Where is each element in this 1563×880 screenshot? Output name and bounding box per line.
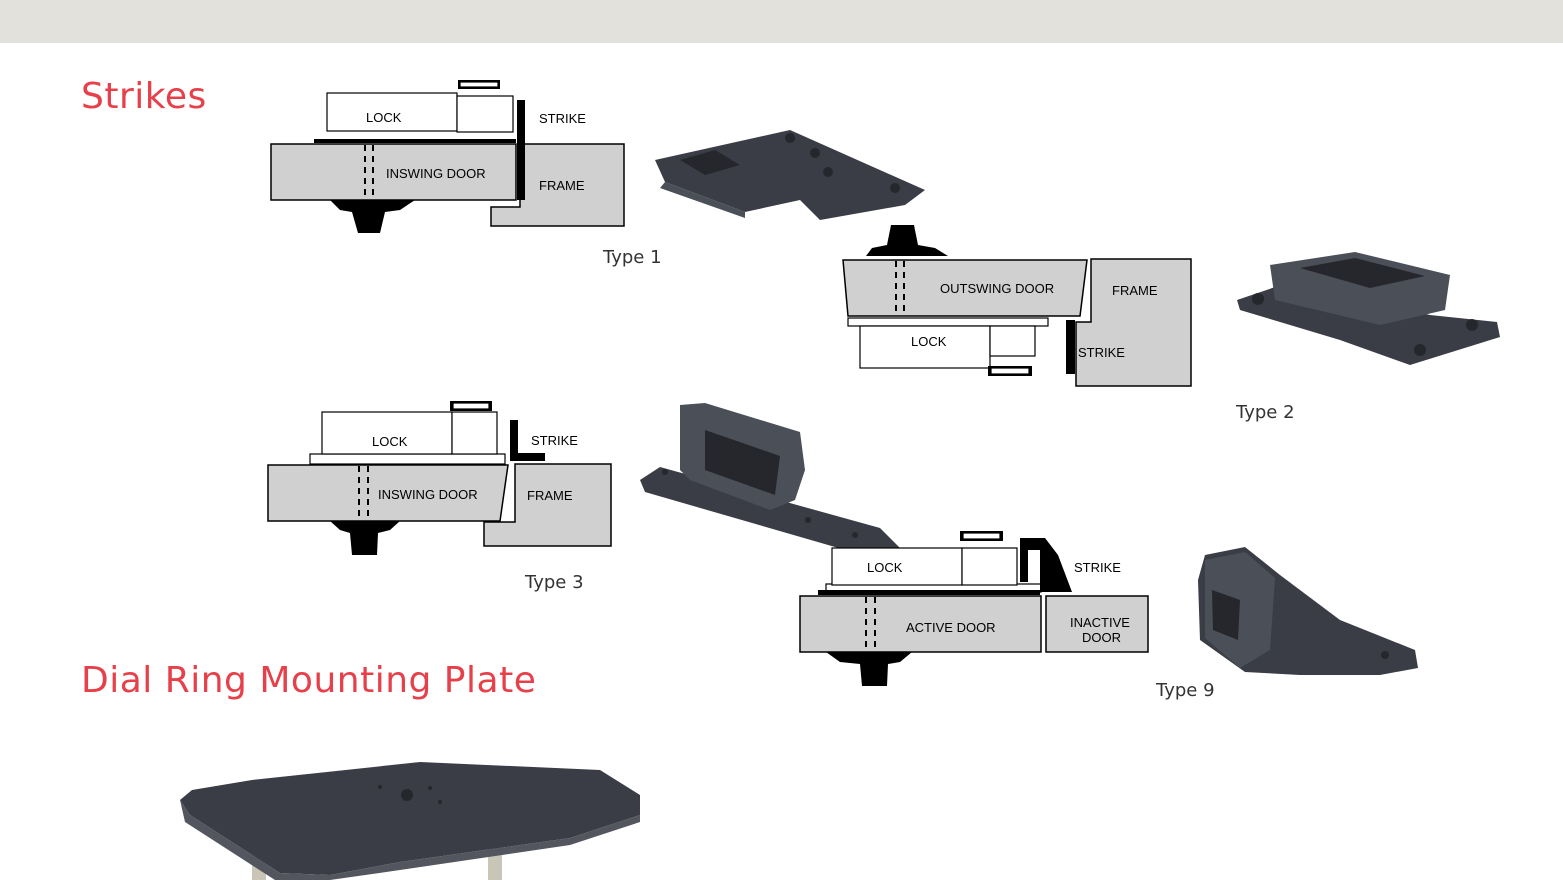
strikes-heading: Strikes xyxy=(81,76,207,117)
type2-frame-label: FRAME xyxy=(1112,283,1158,298)
type3-door-label: INSWING DOOR xyxy=(378,487,478,502)
type3-caption: Type 3 xyxy=(525,572,584,593)
type9-inactive-label-2: DOOR xyxy=(1082,630,1121,645)
type1-door-shape xyxy=(270,143,517,201)
type1-caption: Type 1 xyxy=(603,247,662,268)
type2-frame-shape xyxy=(1075,258,1192,387)
type1-strike-photo xyxy=(655,130,925,220)
type3-door-shape xyxy=(267,464,509,522)
type2-door-label: OUTSWING DOOR xyxy=(940,281,1054,296)
type3-diagram: LOCK STRIKE INSWING DOOR FRAME xyxy=(267,401,612,555)
type9-caption: Type 9 xyxy=(1156,680,1215,701)
type1-strike-label: STRIKE xyxy=(539,111,586,126)
type9-strike-photo xyxy=(1198,547,1418,675)
type1-door-label: INSWING DOOR xyxy=(386,166,486,181)
type1-lock-label: LOCK xyxy=(366,110,402,125)
type9-door-shape xyxy=(799,595,1042,653)
type2-diagram: OUTSWING DOOR FRAME LOCK STRIKE xyxy=(842,225,1192,387)
top-bar xyxy=(0,0,1563,43)
type9-diagram: LOCK STRIKE ACTIVE DOOR INACTIVE DOOR xyxy=(799,531,1149,686)
type3-frame-label: FRAME xyxy=(527,488,573,503)
type9-strike-label: STRIKE xyxy=(1074,560,1121,575)
type2-caption: Type 2 xyxy=(1236,402,1295,423)
type3-strike-label: STRIKE xyxy=(531,433,578,448)
type1-diagram: LOCK STRIKE INSWING DOOR FRAME xyxy=(270,80,625,233)
type2-lock-label: LOCK xyxy=(911,334,947,349)
type9-door-label: ACTIVE DOOR xyxy=(906,620,996,635)
type3-strike-photo xyxy=(640,403,900,560)
type1-frame-label: FRAME xyxy=(539,178,585,193)
type9-inactive-door-shape xyxy=(1045,595,1149,653)
dial-ring-heading: Dial Ring Mounting Plate xyxy=(81,660,537,701)
type9-inactive-label-1: INACTIVE xyxy=(1070,615,1130,630)
type3-frame-shape xyxy=(483,463,612,547)
type3-lock-label: LOCK xyxy=(372,434,408,449)
type9-lock-label: LOCK xyxy=(867,560,903,575)
type2-strike-photo xyxy=(1237,252,1500,365)
dial-ring-plate-photo xyxy=(180,762,640,880)
type2-strike-label: STRIKE xyxy=(1078,345,1125,360)
